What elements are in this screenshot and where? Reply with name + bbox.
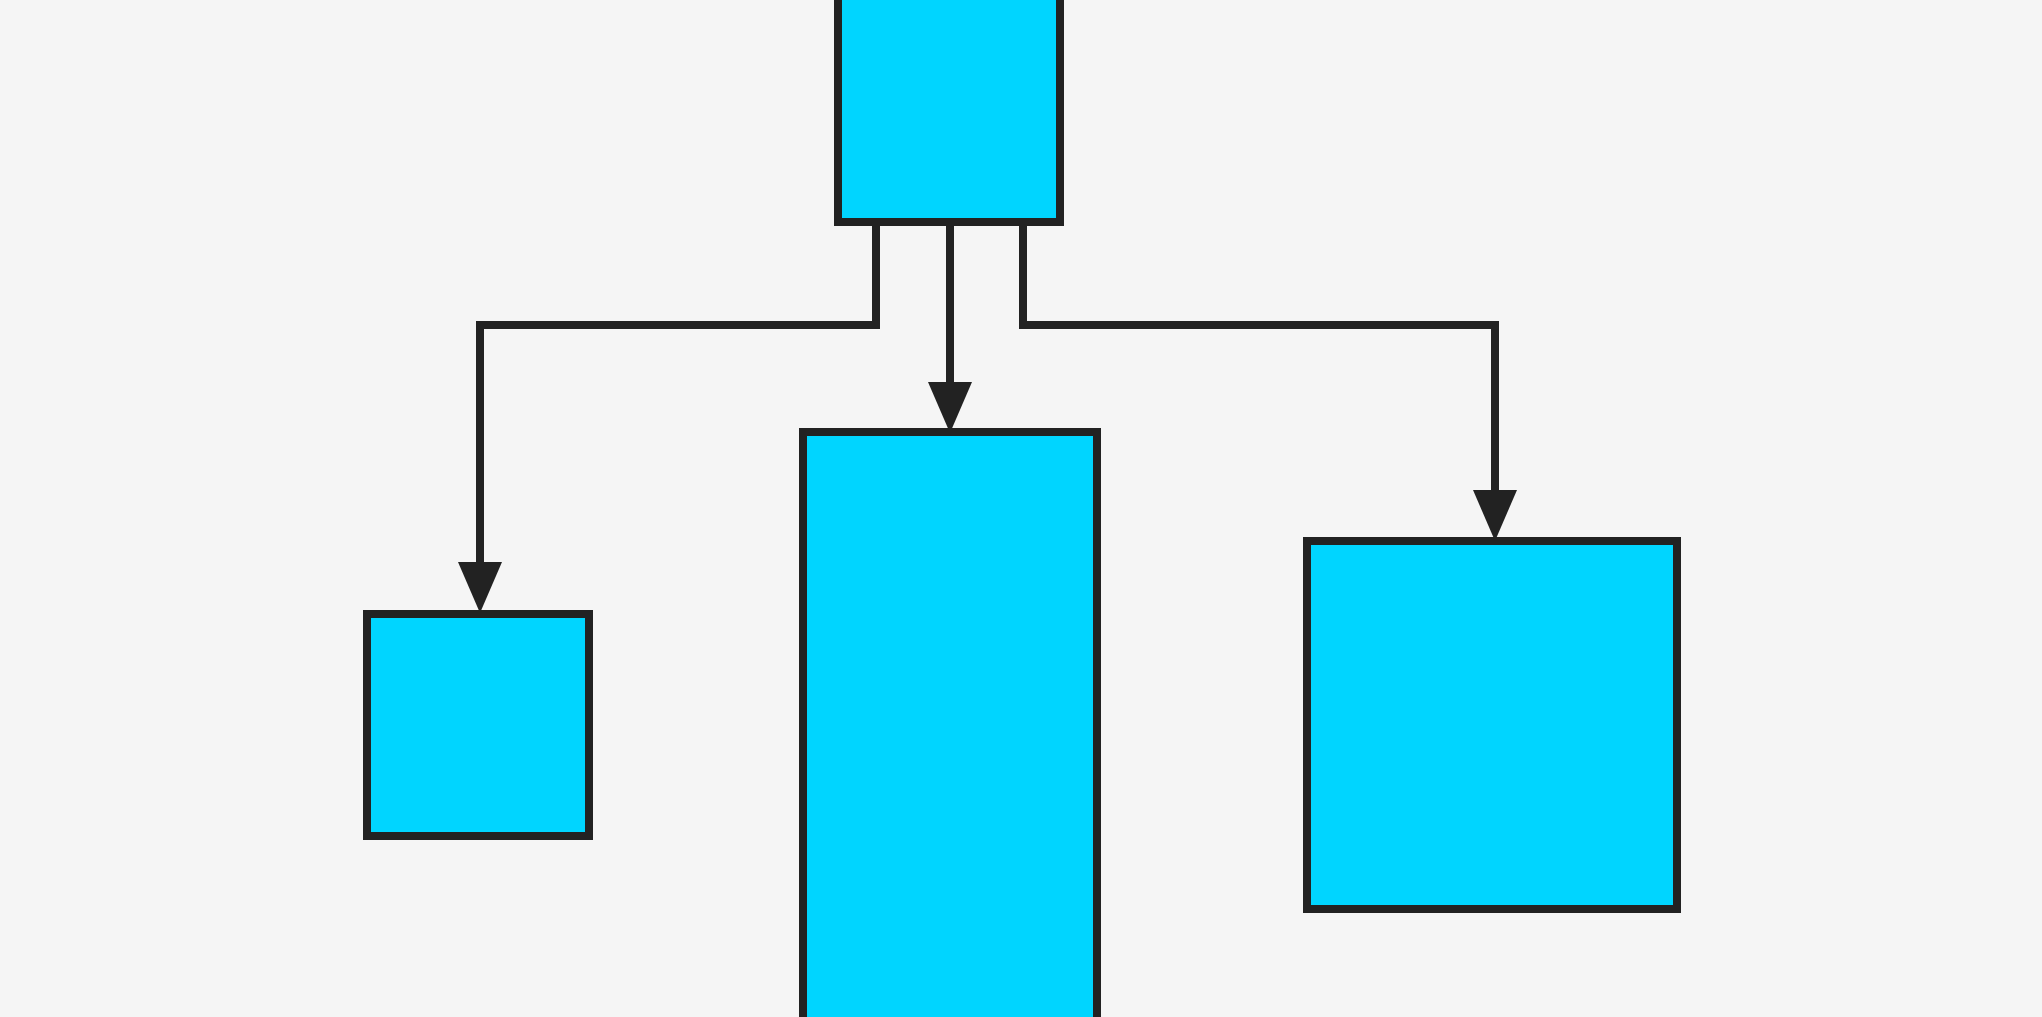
edge-root-right-arrowhead xyxy=(1473,490,1517,541)
edge-root-to-center-child[interactable] xyxy=(928,222,972,433)
node-child-right-rect[interactable] xyxy=(1303,537,1681,913)
node-child-right[interactable] xyxy=(1303,537,1681,913)
edge-root-to-left-child[interactable] xyxy=(458,222,880,613)
edge-root-center-arrowhead xyxy=(928,382,972,433)
node-layer xyxy=(363,0,1681,1017)
edge-root-to-right-child[interactable] xyxy=(1019,222,1517,541)
edge-root-left-arrowhead xyxy=(458,562,502,613)
node-root-rect[interactable] xyxy=(834,0,1064,226)
node-child-center-rect[interactable] xyxy=(799,428,1101,1017)
node-child-left-rect[interactable] xyxy=(363,610,593,840)
edge-root-left-line[interactable] xyxy=(476,222,880,562)
node-child-center[interactable] xyxy=(799,428,1101,1017)
node-root[interactable] xyxy=(834,0,1064,226)
node-child-left[interactable] xyxy=(363,610,593,840)
edge-root-right-line[interactable] xyxy=(1019,222,1499,490)
edge-layer xyxy=(458,222,1517,613)
